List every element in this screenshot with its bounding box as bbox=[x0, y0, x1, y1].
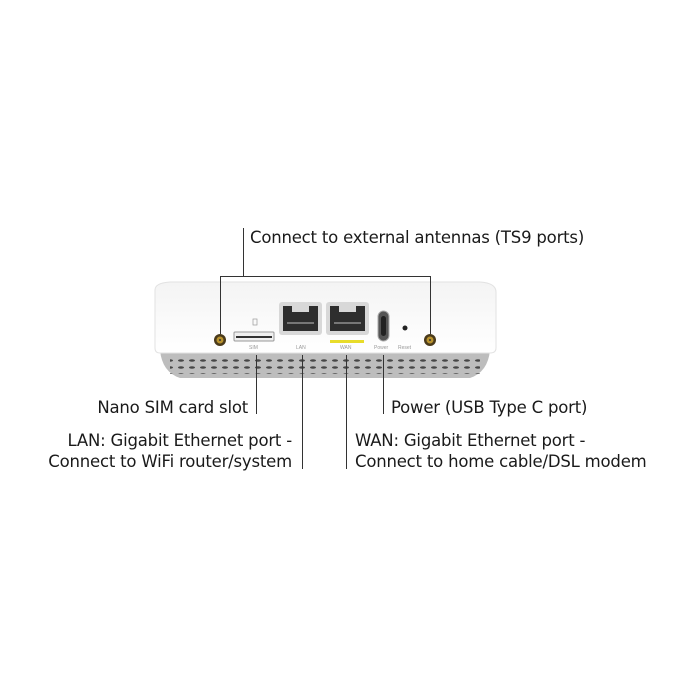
antenna-port-left bbox=[214, 334, 226, 346]
reset-button bbox=[402, 325, 408, 331]
leader-lan bbox=[302, 355, 303, 469]
callout-antennas: Connect to external antennas (TS9 ports) bbox=[250, 228, 585, 247]
leader-antennas-bar bbox=[220, 276, 431, 277]
device-label-sim: SIM bbox=[249, 345, 258, 351]
callout-lan-line2: Connect to WiFi router/system bbox=[48, 452, 292, 471]
device-label-power: Power bbox=[374, 345, 389, 351]
device-label-reset: Reset bbox=[398, 345, 412, 351]
callout-power: Power (USB Type C port) bbox=[391, 398, 588, 417]
callout-wan-line2: Connect to home cable/DSL modem bbox=[355, 452, 647, 471]
leader-wan bbox=[346, 355, 347, 469]
leader-sim bbox=[256, 355, 257, 414]
device-label-lan: LAN bbox=[296, 345, 306, 351]
device-vent bbox=[170, 356, 480, 374]
sim-icon bbox=[252, 318, 258, 326]
leader-power bbox=[383, 355, 384, 414]
wan-port bbox=[326, 302, 369, 335]
callout-sim: Nano SIM card slot bbox=[97, 398, 248, 417]
callout-lan-line1: LAN: Gigabit Ethernet port - bbox=[67, 431, 293, 450]
wan-accent-bar bbox=[330, 340, 364, 343]
device-label-wan: WAN bbox=[340, 345, 352, 351]
antenna-port-right bbox=[424, 334, 436, 346]
callout-wan-line1: WAN: Gigabit Ethernet port - bbox=[355, 431, 586, 450]
leader-antenna-left bbox=[220, 276, 221, 334]
lan-port bbox=[279, 302, 322, 335]
leader-antenna-right bbox=[430, 276, 431, 334]
leader-antennas-stem bbox=[243, 228, 244, 277]
device-body bbox=[154, 281, 497, 354]
